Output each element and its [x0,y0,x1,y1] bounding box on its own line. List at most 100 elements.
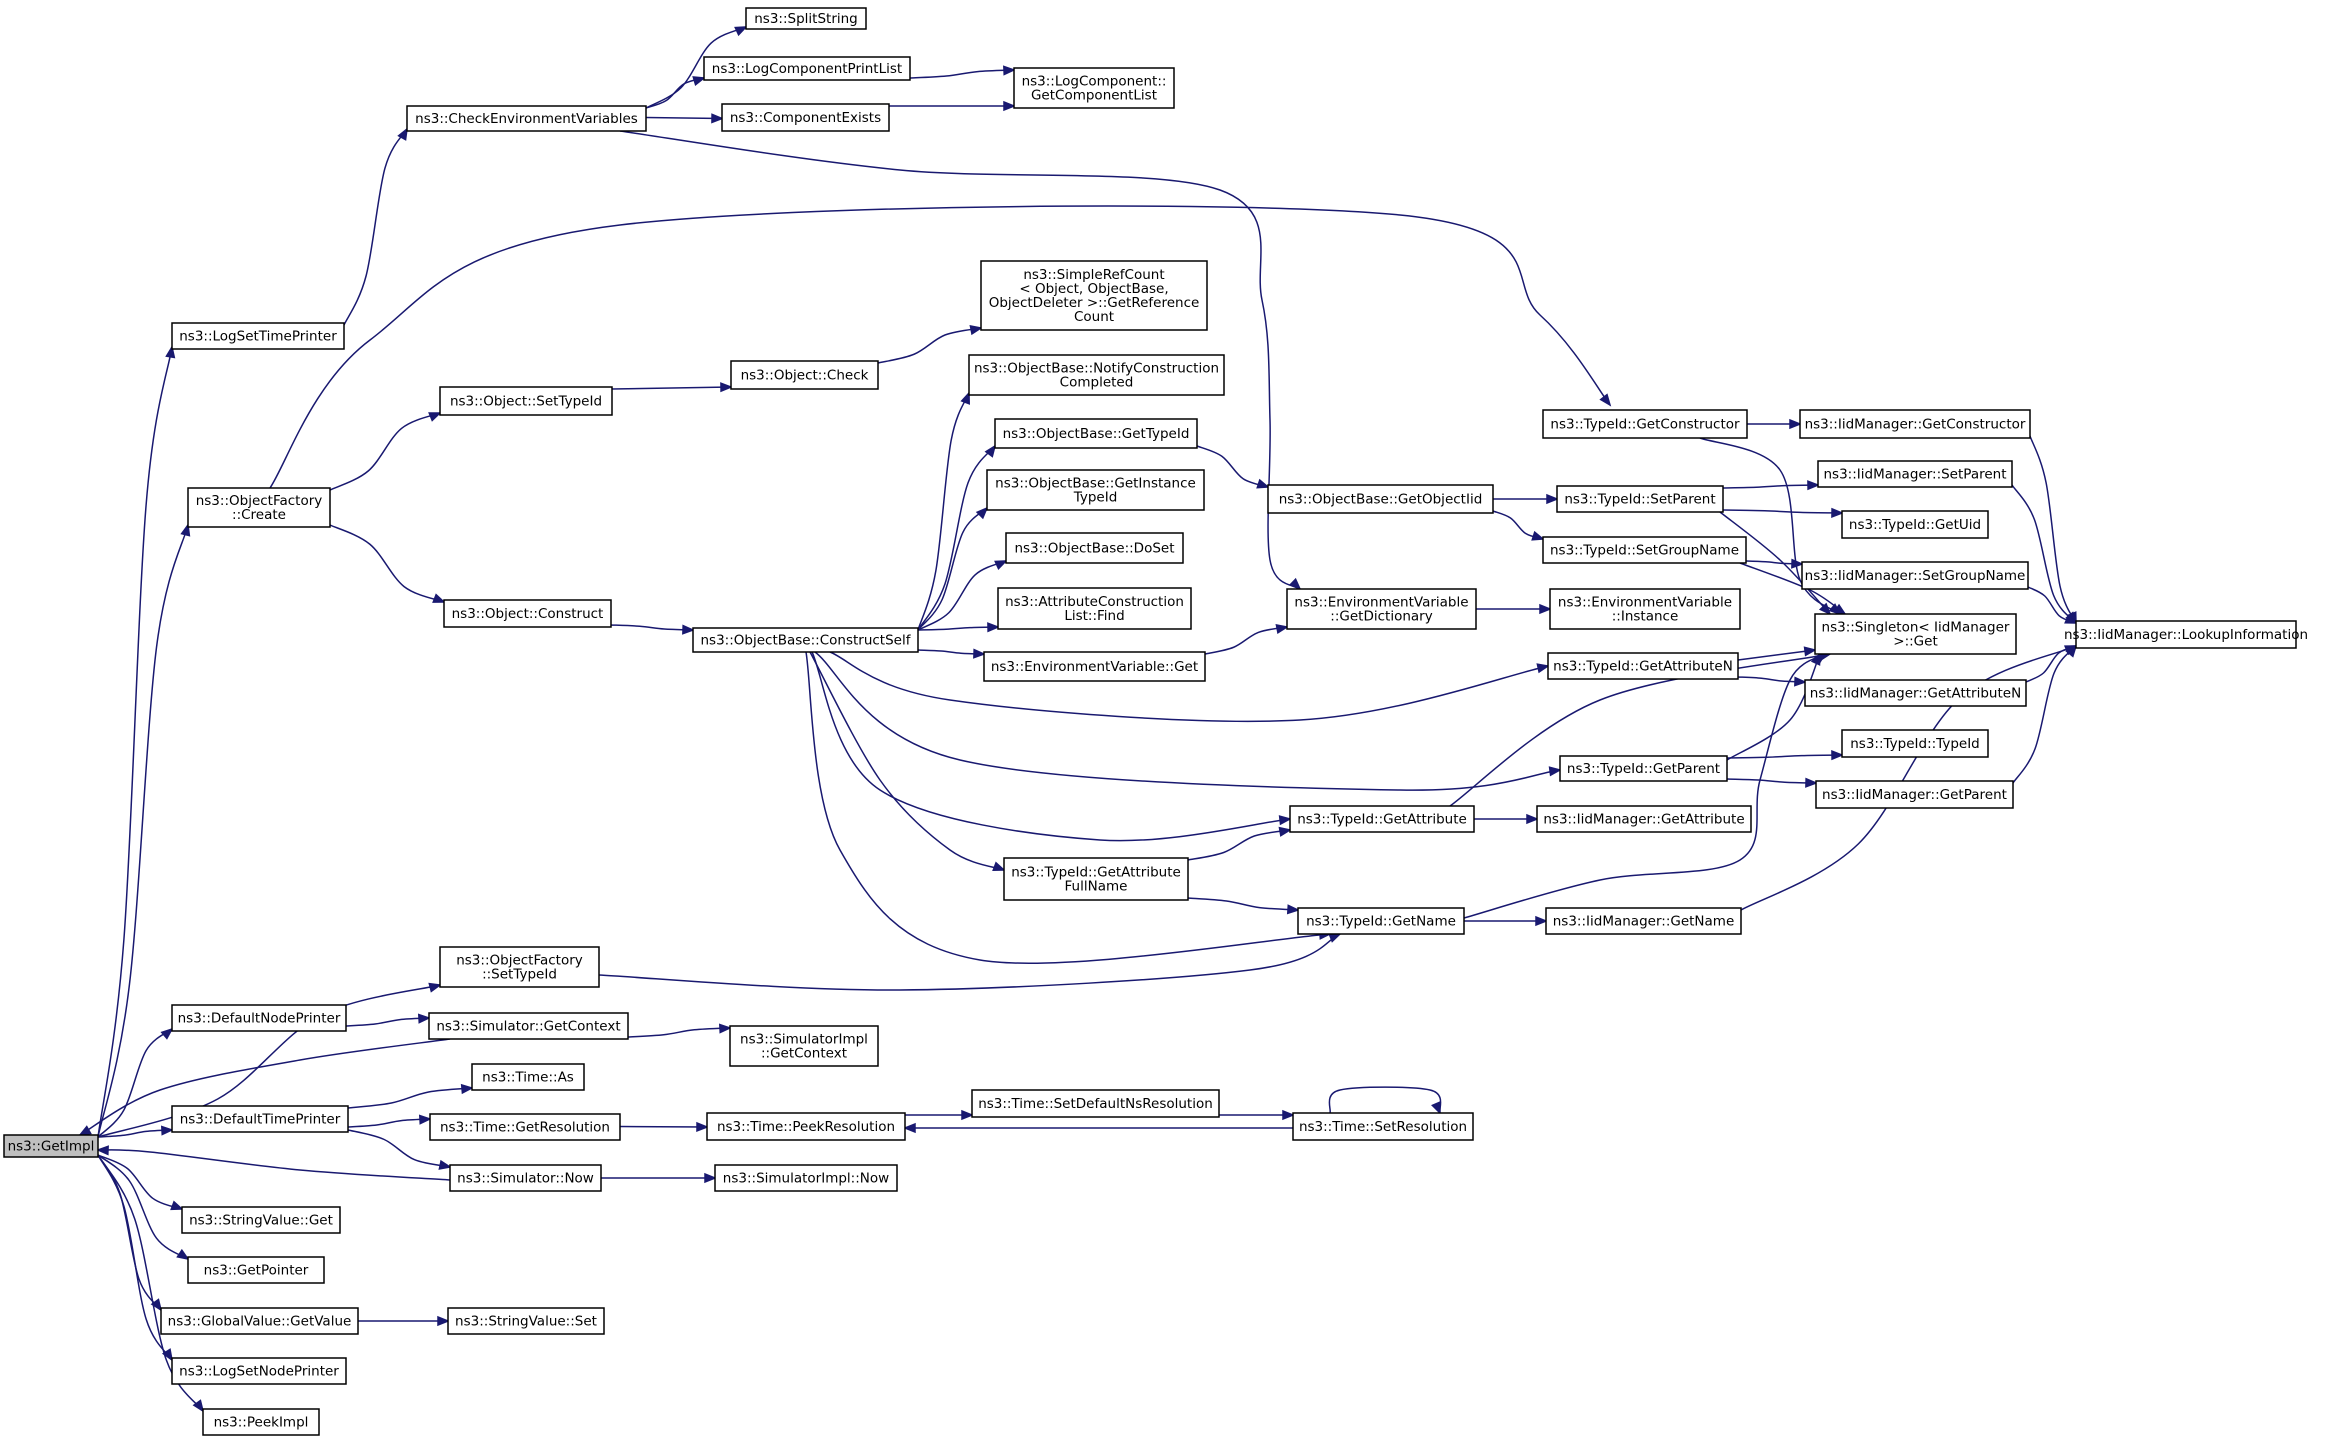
node-label: ns3::StringValue::Set [455,1314,597,1330]
node-notifyconstruction[interactable]: ns3::ObjectBase::NotifyConstructionCompl… [968,354,1225,396]
edge-iidsetparent-to-iidlookup [2011,484,2078,625]
node-tidsetgroupname[interactable]: ns3::TypeId::SetGroupName [1542,536,1747,564]
node-tidtypeid[interactable]: ns3::TypeId::TypeId [1841,729,1989,758]
node-iidgetconstructor[interactable]: ns3::IidManager::GetConstructor [1799,409,2031,439]
arrowhead-icon [438,1159,452,1170]
node-tidgetattribute[interactable]: ns3::TypeId::GetAttribute [1289,805,1475,833]
node-tidsetparent[interactable]: ns3::TypeId::SetParent [1556,485,1724,513]
node-box [171,1004,347,1032]
edge-line [2029,435,2077,624]
node-logsettimeprinter[interactable]: ns3::LogSetTimePrinter [171,322,345,350]
node-timesetresolution[interactable]: ns3::Time::SetResolution [1292,1112,1474,1141]
node-timesetdefaultns[interactable]: ns3::Time::SetDefaultNsResolution [971,1089,1220,1118]
node-checkenv[interactable]: ns3::CheckEnvironmentVariables [406,105,647,132]
node-singletonget[interactable]: ns3::Singleton< IidManager>::Get [1814,613,2017,655]
node-label: ns3::TypeId::GetName [1306,914,1456,930]
node-timegetresolution[interactable]: ns3::Time::GetResolution [429,1113,621,1141]
edge-tidgetparent-to-singletonget [1726,652,1821,761]
node-obgettypeid[interactable]: ns3::ObjectBase::GetTypeId [994,418,1198,449]
node-simgetcontext[interactable]: ns3::Simulator::GetContext [428,1012,629,1040]
node-simimplgetcontext[interactable]: ns3::SimulatorImpl::GetContext [729,1025,879,1067]
node-peekimpl[interactable]: ns3::PeekImpl [202,1408,320,1436]
edge-objconstruct-to-obconstructself [610,624,696,635]
node-stringvalueset[interactable]: ns3::StringValue::Set [447,1307,605,1335]
node-tidgetattributen[interactable]: ns3::TypeId::GetAttributeN [1547,652,1739,680]
edge-tidsetparent-to-iidsetparent [1722,480,1821,491]
node-obdoset[interactable]: ns3::ObjectBase::DoSet [1005,532,1184,564]
node-timepeekresolution[interactable]: ns3::Time::PeekResolution [706,1112,906,1141]
node-getpointer[interactable]: ns3::GetPointer [187,1256,325,1284]
node-componentexists[interactable]: ns3::ComponentExists [721,103,890,132]
node-iidsetgroupname[interactable]: ns3::IidManager::SetGroupName [1801,561,2029,590]
node-timeas[interactable]: ns3::Time::As [471,1063,585,1091]
node-label: TypeId [1073,490,1118,506]
arrowhead-icon [1807,480,1821,491]
node-box [1542,536,1747,564]
arrowhead-icon [1278,826,1292,837]
node-envget[interactable]: ns3::EnvironmentVariable::Get [983,651,1206,682]
node-box [730,360,879,390]
node-globalvaluegetvalue[interactable]: ns3::GlobalValue::GetValue [160,1307,359,1335]
node-simnow[interactable]: ns3::Simulator::Now [449,1164,602,1192]
arrowhead-icon [1536,663,1550,674]
arrowhead-icon [161,1348,174,1362]
node-label: ns3::Object::Construct [452,606,604,622]
node-defaulttimeprinter[interactable]: ns3::DefaultTimePrinter [171,1105,349,1133]
node-simimplnow[interactable]: ns3::SimulatorImpl::Now [714,1164,898,1192]
edge-tidsetparent-to-tidgetuid [1722,507,1845,518]
arrowhead-icon [1791,558,1805,569]
node-objfactsettypeid[interactable]: ns3::ObjectFactory::SetTypeId [439,946,600,988]
node-box [983,651,1206,682]
node-tidgetparent[interactable]: ns3::TypeId::GetParent [1559,755,1728,782]
node-splitstring[interactable]: ns3::SplitString [745,7,867,30]
edge-getimpl-to-objfactsettypeid [97,982,442,1138]
node-tidgetuid[interactable]: ns3::TypeId::GetUid [1841,510,1989,539]
node-envgetdict[interactable]: ns3::EnvironmentVariable::GetDictionary [1286,588,1477,630]
node-logsetnodeprinter[interactable]: ns3::LogSetNodePrinter [171,1357,347,1385]
node-getimpl[interactable]: ns3::GetImpl [3,1134,99,1158]
edge-line [877,327,982,364]
node-label: ns3::IidManager::SetParent [1824,467,2007,483]
node-box [187,487,331,528]
node-envinstance[interactable]: ns3::EnvironmentVariable::Instance [1549,588,1741,630]
edge-envgetdict-to-envinstance [1476,603,1553,615]
edge-line [611,386,732,390]
node-tidgetconstructor[interactable]: ns3::TypeId::GetConstructor [1542,409,1748,439]
arrowhead-icon [994,560,1008,571]
arrowhead-icon [397,127,408,141]
arrowhead-icon [1833,603,1847,616]
node-logcompprintlist[interactable]: ns3::LogComponentPrintList [703,56,911,81]
arrowhead-icon [992,861,1006,872]
edge-line [269,205,1611,489]
node-iidsetparent[interactable]: ns3::IidManager::SetParent [1817,460,2013,488]
node-defaultnodeprinter[interactable]: ns3::DefaultNodePrinter [171,1004,347,1032]
node-simplerefcount[interactable]: ns3::SimpleRefCount< Object, ObjectBase,… [980,260,1208,331]
node-iidgetattributen[interactable]: ns3::IidManager::GetAttributeN [1804,679,2027,707]
node-obconstructself[interactable]: ns3::ObjectBase::ConstructSelf [692,627,919,653]
node-logcompgetlist[interactable]: ns3::LogComponent::GetComponentList [1013,67,1175,109]
nodes-layer: ns3::GetImpl ns3::LogSetTimePrinter ns3::C… [3,7,2308,1436]
arrowhead-icon [432,593,446,603]
node-tidgetname[interactable]: ns3::TypeId::GetName [1297,907,1465,935]
node-iidlookup[interactable]: ns3::IidManager::LookupInformation [2064,620,2308,649]
node-objcheck[interactable]: ns3::Object::Check [730,360,879,390]
node-box [471,1063,585,1091]
edge-checkenv-to-logcompprintlist [645,76,706,109]
node-objconstruct[interactable]: ns3::Object::Construct [443,599,612,628]
edge-line [97,1149,451,1181]
node-objfactcreate[interactable]: ns3::ObjectFactory::Create [187,487,331,528]
node-label: >::Get [1893,634,1937,650]
node-obgetobjectiid[interactable]: ns3::ObjectBase::GetObjectIid [1267,484,1494,514]
edge-obconstructself-to-obgetinstancetypeid [917,506,989,631]
node-iidgetparent[interactable]: ns3::IidManager::GetParent [1815,780,2014,809]
node-objsettypeid[interactable]: ns3::Object::SetTypeId [439,386,613,416]
node-iidgetattribute[interactable]: ns3::IidManager::GetAttribute [1536,805,1752,833]
edge-line [829,651,1549,723]
node-iidgetname[interactable]: ns3::IidManager::GetName [1545,907,1742,935]
node-stringvalueget[interactable]: ns3::StringValue::Get [181,1206,341,1234]
arrowhead-icon [1003,65,1017,76]
